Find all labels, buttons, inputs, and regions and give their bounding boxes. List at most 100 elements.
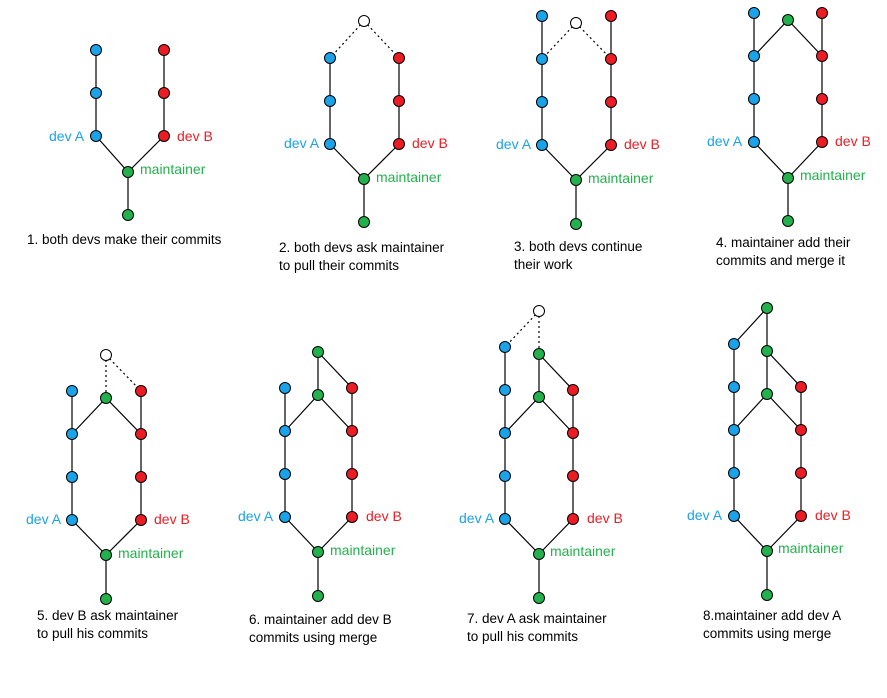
panel-4-commit-edge — [753, 19, 789, 57]
panel-8-maintainer-commit — [761, 388, 773, 400]
panel-5-caption-line-2: to pull his commits — [37, 626, 148, 641]
panel-8-caption-line-2: commits using merge — [703, 626, 831, 641]
panel-4-dev-a-commit — [748, 136, 760, 148]
panel-3-dev-b-commit — [605, 96, 617, 108]
panel-3-dev-b-commit — [605, 10, 617, 22]
panel-4-maintainer-commit — [782, 215, 794, 227]
panel-5-maintainer-commit — [100, 392, 112, 404]
panel-8-dev-a-commit — [728, 510, 740, 522]
panel-4-dev-a-label: dev A — [707, 133, 743, 149]
panel-8-dev-a-commit — [728, 381, 740, 393]
panel-3-dev-a-label: dev A — [496, 136, 532, 152]
panel-5-dev-a-commit — [66, 514, 78, 526]
panel-8-commit-edge — [766, 350, 802, 388]
panel-7-commit-edge — [538, 518, 574, 555]
panel-6-commit-edge — [284, 516, 319, 553]
panel-3-dev-a-commit — [536, 139, 548, 151]
panel-1-dev-b-commit — [158, 87, 170, 99]
panel-2-pull-request-edge — [329, 20, 365, 59]
panel-5-maintainer-commit — [100, 593, 112, 605]
panel-5-dev-b-commit — [135, 514, 147, 526]
panel-3-dev-a-commit — [536, 96, 548, 108]
panel-1-commit-edge — [95, 135, 129, 173]
panel-6-dev-b-label: dev B — [366, 508, 402, 524]
panel-6-dev-b-commit — [346, 511, 358, 523]
commit-edges — [71, 13, 823, 599]
panel-2-dev-b-commit — [393, 95, 405, 107]
panel-6-commit-edge — [284, 394, 319, 432]
panel-4-caption-line-1: 4. maintainer add their — [716, 235, 851, 250]
panel-4-dev-b-label: dev B — [835, 133, 871, 149]
panel-5-pull-request-edge — [105, 354, 142, 392]
panel-7-dev-b-commit — [567, 470, 579, 482]
panel-7-dev-a-label: dev A — [459, 510, 495, 526]
panel-1-maintainer-label: maintainer — [140, 161, 206, 177]
panel-6-maintainer-commit — [312, 389, 324, 401]
panel-7-commit-edge — [504, 396, 540, 434]
panel-5-dev-a-commit — [66, 385, 78, 397]
panel-4-maintainer-commit — [782, 14, 794, 26]
panel-7-commit-edge — [538, 353, 574, 391]
panel-3-caption-line-1: 3. both devs continue — [514, 239, 642, 254]
panel-7-pending-pull-request-commit — [533, 305, 545, 317]
panel-2-dev-b-label: dev B — [412, 135, 448, 151]
panel-4-dev-b-commit — [816, 50, 828, 62]
panel-5-dev-b-commit — [135, 428, 147, 440]
panel-8-commit-edge — [733, 393, 768, 431]
panel-1-caption-line-1: 1. both devs make their commits — [27, 232, 222, 247]
panel-6-maintainer-commit — [312, 346, 324, 358]
panel-2-caption-line-1: 2. both devs ask maintainer — [279, 240, 445, 255]
panel-1-dev-b-label: dev B — [177, 128, 213, 144]
panel-7-dev-b-commit — [567, 513, 579, 525]
panel-6-dev-b-commit — [346, 382, 358, 394]
panel-8-dev-b-commit — [795, 467, 807, 479]
panel-8-dev-b-commit — [795, 381, 807, 393]
panel-8-dev-a-commit — [728, 338, 740, 350]
panel-6-commit-edge — [317, 394, 353, 432]
panel-4-commit-edge — [787, 141, 823, 179]
panel-3-dev-b-label: dev B — [624, 136, 660, 152]
panel-7-caption-line-1: 7. dev A ask maintainer — [467, 611, 607, 626]
panel-5-dev-b-commit — [135, 385, 147, 397]
panel-8-dev-b-commit — [795, 424, 807, 436]
panel-7-maintainer-commit — [533, 548, 545, 560]
panel-3-commit-edge — [541, 144, 577, 181]
panel-7-maintainer-commit — [533, 592, 545, 604]
panel-5-maintainer-label: maintainer — [118, 545, 184, 561]
panel-2-pending-pull-request-commit — [358, 15, 370, 27]
panel-5-dev-b-label: dev B — [154, 511, 190, 527]
panel-2-dev-b-commit — [393, 138, 405, 150]
panel-7-maintainer-commit — [533, 348, 545, 360]
panel-8-dev-a-commit — [728, 424, 740, 436]
panel-2-dev-a-commit — [324, 52, 336, 64]
panel-7-maintainer-commit — [533, 391, 545, 403]
panel-1-commit-edge — [127, 135, 165, 173]
panel-2-pull-request-edge — [363, 20, 400, 59]
panel-3-caption-line-2: their work — [514, 257, 573, 272]
panel-2-caption-line-2: to pull their commits — [279, 258, 399, 273]
panel-3-commit-edge — [575, 144, 612, 181]
panel-3-dev-a-commit — [536, 10, 548, 22]
panel-7-dev-a-commit — [499, 427, 511, 439]
panel-1-dev-a-commit — [90, 87, 102, 99]
panel-5-commit-edge — [105, 519, 142, 556]
panel-7-dev-a-commit — [499, 384, 511, 396]
panel-6-dev-b-commit — [346, 468, 358, 480]
panel-7-dev-b-commit — [567, 384, 579, 396]
panel-8-dev-b-commit — [795, 510, 807, 522]
panel-1-dev-a-label: dev A — [49, 128, 85, 144]
panel-3-pending-pull-request-commit — [570, 17, 582, 29]
panel-1-maintainer-commit — [122, 209, 134, 221]
panel-8-dev-b-label: dev B — [815, 507, 851, 523]
panel-5-dev-a-label: dev A — [26, 511, 62, 527]
panel-8-maintainer-commit — [761, 345, 773, 357]
panel-1-dev-a-commit — [90, 44, 102, 56]
panel-8-commit-edge — [766, 393, 802, 431]
panel-8-commit-edge — [733, 515, 768, 552]
panel-4-dev-b-commit — [816, 93, 828, 105]
panel-4-dev-a-commit — [748, 7, 760, 19]
panel-5-dev-b-commit — [135, 471, 147, 483]
panel-4-dev-a-commit — [748, 93, 760, 105]
panel-4-maintainer-commit — [782, 172, 794, 184]
